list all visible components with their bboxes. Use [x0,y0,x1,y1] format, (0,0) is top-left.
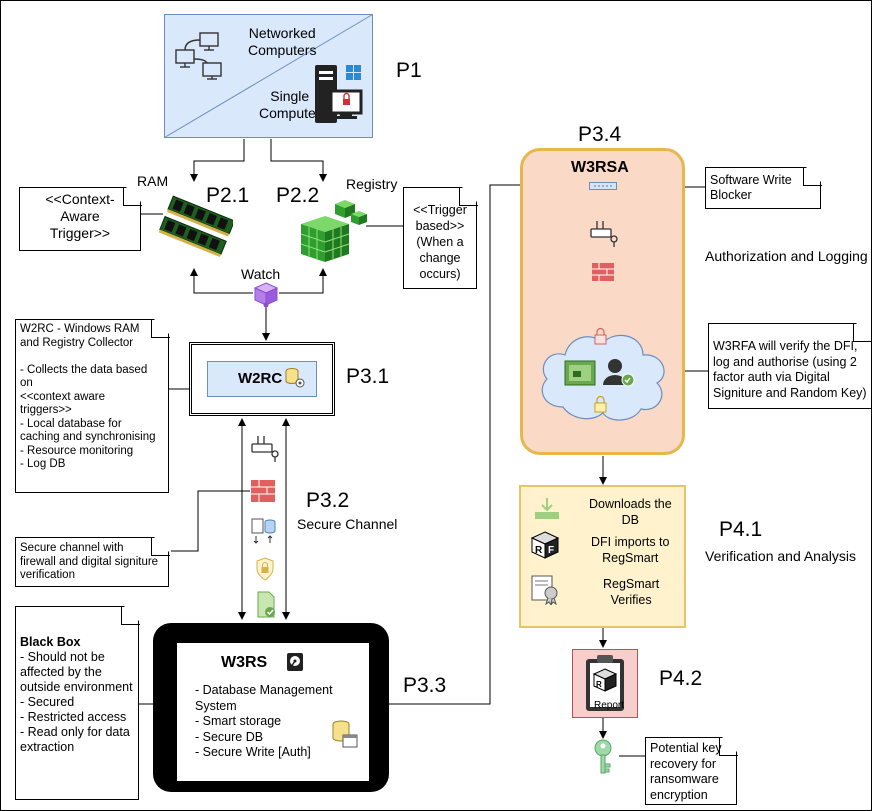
p3-4-label: P3.4 [578,123,622,146]
networked-computers-icon [175,32,222,80]
firewall-icon [251,480,275,502]
database-gear-icon [285,368,305,388]
regsmart-cube-icon: R F [531,531,559,559]
note-fold-icon [151,536,171,556]
firewall-icon [592,263,614,281]
secure-channel-note: Secure channel with firewall and digital… [15,537,169,587]
w3rsa-title: W3RSA [571,159,629,176]
router-icon [590,221,618,247]
black-box-body: - Should not be affected by the outside … [20,650,133,754]
sync-document-icon [251,518,276,544]
software-write-blocker-note: Software Write Blocker [705,167,821,209]
registry-label: Registry [346,176,398,192]
report-label: Report [594,700,625,711]
key-icon [594,739,612,774]
ram-label: RAM [137,173,169,189]
authorization-logging-label: Authorization and Logging [705,248,868,264]
write-blocker-icon [589,182,617,190]
note-fold-icon [719,736,739,756]
p3-2-label: P3.2 [306,489,350,512]
w2rc-note: W2RC - Windows RAM and Registry Collecto… [15,319,169,493]
note-fold-icon [459,186,479,206]
black-box-note: Black Box - Should not be affected by th… [15,606,139,800]
black-box-title: Black Box [20,635,81,649]
certificate-icon [531,575,558,605]
svg-text:R: R [596,680,602,689]
p2-2-label: P2.2 [276,184,320,207]
networked-computers-label: Networked Computers [248,25,317,58]
p3-3-label: P3.3 [403,674,447,697]
verification-analysis-label: Verification and Analysis [705,548,856,564]
step-dfi-imports: DFI imports to RegSmart [591,535,670,565]
note-fold-icon [123,186,143,206]
step-regsmart-verifies: RegSmart Verifies [603,577,660,607]
router-icon [251,436,279,462]
single-computer-icon [315,65,363,123]
single-computer-label: Single Computer [259,88,321,121]
report-clipboard-icon: R [586,655,624,711]
hard-drive-icon [287,653,303,671]
context-aware-trigger-note: <<Context- Aware Trigger>> [19,187,141,251]
secure-channel-label: Secure Channel [297,516,398,532]
p4-2-label: P4.2 [659,667,703,690]
w3rfa-note: W3RFA will verify the DFI, log and autho… [708,323,871,409]
p2-1-label: P2.1 [206,184,250,207]
note-fold-icon [151,318,171,338]
lock-badge-icon [256,557,274,581]
svg-text:F: F [548,545,554,556]
watch-cube-icon [253,282,279,308]
w3rs-body: - Database Management System - Smart sto… [195,683,333,759]
svg-text:R: R [535,545,543,556]
registry-icon [300,200,367,262]
step-download-db: Downloads the DB [589,497,672,527]
p3-1-label: P3.1 [346,365,390,388]
note-fold-icon [121,605,141,625]
note-fold-icon [803,166,823,186]
verified-document-icon [257,591,275,618]
cloud-auth-icon [541,327,665,421]
w2rc-title: W2RC [238,370,283,387]
download-icon [535,498,559,519]
note-fold-icon [853,322,871,342]
key-recovery-note: Potential key recovery for ransomware en… [645,737,737,805]
database-window-icon [332,720,358,748]
trigger-based-note: <<Trigger based>> (When a change occurs) [403,187,477,289]
p1-label: P1 [396,59,422,82]
ram-icon [159,195,233,258]
p4-1-label: P4.1 [719,518,763,541]
w3rs-inner [177,643,369,781]
watch-label: Watch [241,266,281,282]
w3rs-title: W3RS [221,654,268,671]
